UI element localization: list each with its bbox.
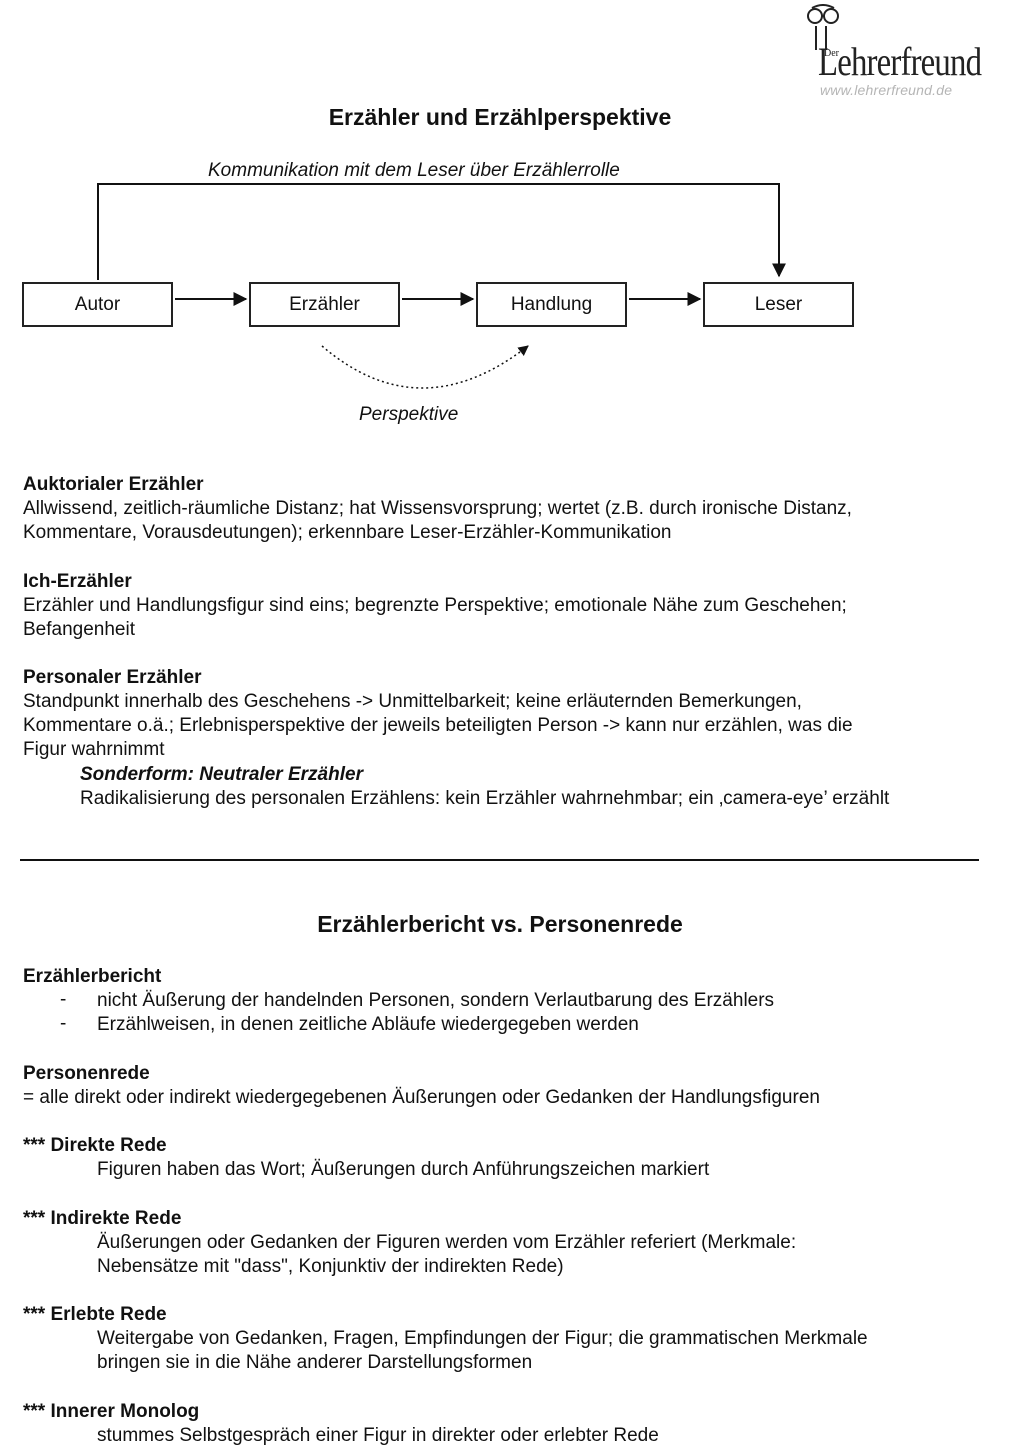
logo-name: Lehrerfreund bbox=[818, 39, 982, 84]
heading-direkte-rede: *** Direkte Rede bbox=[23, 1135, 167, 1156]
box-leser: Leser bbox=[703, 282, 854, 327]
bullet-item: nicht Äußerung der handelnden Personen, … bbox=[97, 990, 775, 1011]
heading-erzaehlerbericht: Erzählerbericht bbox=[23, 966, 162, 987]
bullet-item: Erzählweisen, in denen zeitliche Abläufe… bbox=[97, 1014, 639, 1035]
communication-label: Kommunikation mit dem Leser über Erzähle… bbox=[208, 160, 620, 181]
box-handlung: Handlung bbox=[476, 282, 627, 327]
form-line: bringen sie in die Nähe anderer Darstell… bbox=[97, 1352, 533, 1373]
form-line: Nebensätze mit "dass", Konjunktiv der in… bbox=[97, 1256, 564, 1277]
heading-indirekte-rede: *** Indirekte Rede bbox=[23, 1208, 182, 1229]
owl-glasses-icon bbox=[807, 4, 839, 50]
logo-url: www.lehrerfreund.de bbox=[820, 82, 953, 98]
sub-line: Radikalisierung des personalen Erzählens… bbox=[80, 788, 890, 809]
page-title: Erzähler und Erzählperspektive bbox=[328, 104, 672, 130]
section-line: Allwissend, zeitlich-räumliche Distanz; … bbox=[23, 498, 852, 519]
section-line: Standpunkt innerhalb des Geschehens -> U… bbox=[23, 691, 802, 712]
section-line: Kommentare, Vorausdeutungen); erkennbare… bbox=[23, 522, 672, 543]
section-line: Befangenheit bbox=[23, 619, 135, 640]
section-title-2: Erzählerbericht vs. Personenrede bbox=[317, 911, 683, 937]
heading-personenrede: Personenrede bbox=[23, 1063, 150, 1084]
logo-der: Der bbox=[824, 48, 839, 59]
form-line: Äußerungen oder Gedanken der Figuren wer… bbox=[97, 1232, 797, 1253]
section-line: Kommentare o.ä.; Erlebnisperspektive der… bbox=[23, 715, 853, 736]
dash-bullet: - bbox=[60, 989, 67, 1010]
section-heading-ich: Ich-Erzähler bbox=[23, 571, 132, 592]
box-erzaehler: Erzähler bbox=[249, 282, 400, 327]
sub-heading-neutral: Sonderform: Neutraler Erzähler bbox=[80, 764, 363, 785]
section-heading-auktorial: Auktorialer Erzähler bbox=[23, 474, 204, 495]
heading-innerer-monolog: *** Innerer Monolog bbox=[23, 1401, 200, 1422]
form-line: Figuren haben das Wort; Äußerungen durch… bbox=[97, 1159, 710, 1180]
personenrede-line: = alle direkt oder indirekt wiedergegebe… bbox=[23, 1087, 820, 1108]
form-line: stummes Selbstgespräch einer Figur in di… bbox=[97, 1425, 659, 1446]
heading-erlebte-rede: *** Erlebte Rede bbox=[23, 1304, 167, 1325]
section-heading-personal: Personaler Erzähler bbox=[23, 667, 202, 688]
form-line: Weitergabe von Gedanken, Fragen, Empfind… bbox=[97, 1328, 868, 1349]
dash-bullet: - bbox=[60, 1013, 67, 1034]
narrative-diagram bbox=[97, 183, 786, 389]
lehrerfreund-logo: Der Lehrerfreund www.lehrerfreund.de bbox=[800, 4, 982, 100]
section-line: Erzähler und Handlungsfigur sind eins; b… bbox=[23, 595, 847, 616]
box-autor: Autor bbox=[22, 282, 173, 327]
perspective-arrow bbox=[321, 345, 529, 389]
section-line: Figur wahrnimmt bbox=[23, 739, 165, 760]
perspective-label: Perspektive bbox=[359, 404, 459, 425]
divider bbox=[20, 859, 979, 861]
communication-arrow bbox=[97, 183, 786, 280]
